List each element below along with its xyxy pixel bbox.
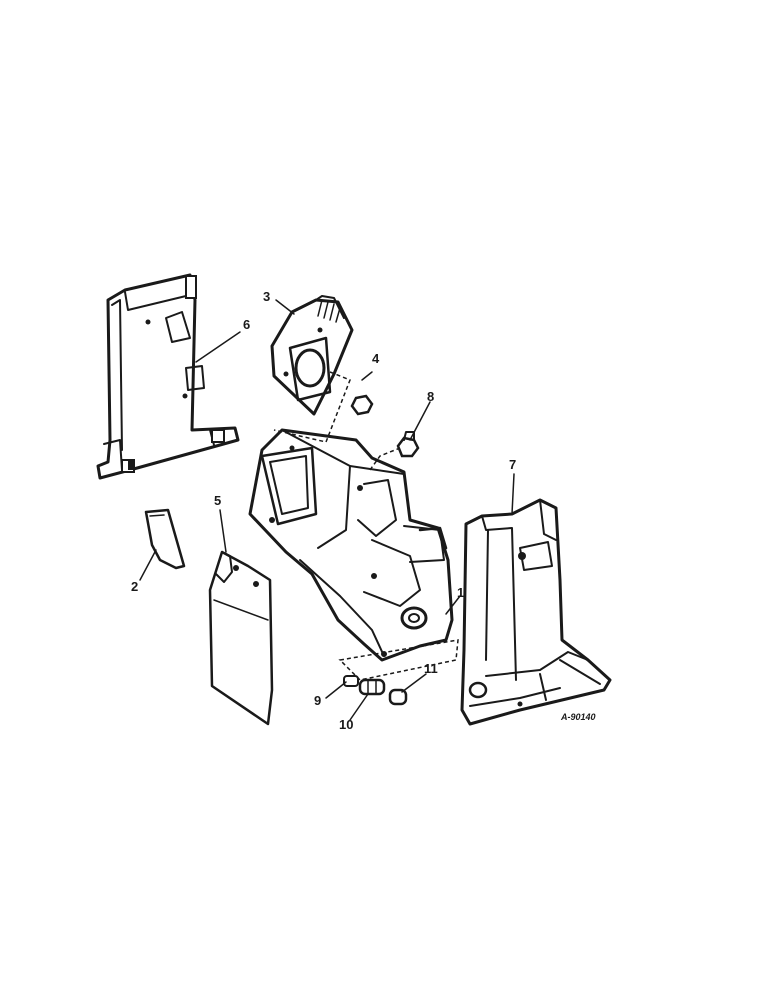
callout-9: 9	[314, 693, 322, 708]
part-10-bushing	[358, 678, 386, 696]
part-1-main-frame	[248, 428, 454, 662]
part-6-side-bracket	[96, 273, 240, 480]
callout-6: 6	[243, 317, 251, 332]
callout-5: 5	[214, 493, 222, 508]
part-7-side-cover	[460, 498, 612, 726]
callout-2: 2	[131, 579, 139, 594]
callout-8: 8	[427, 389, 435, 404]
callout-1: 1	[457, 585, 465, 600]
part-2-small-plate	[144, 508, 186, 570]
part-11-cap	[388, 688, 408, 706]
part-8-plug	[396, 431, 420, 458]
callout-4: 4	[372, 351, 380, 366]
leader-lines	[139, 299, 515, 721]
callout-11: 11	[424, 661, 438, 676]
part-4-nut	[350, 371, 374, 416]
callout-10: 10	[339, 717, 354, 732]
part-9-pin	[343, 675, 359, 687]
part-3-housing-cover	[270, 295, 354, 416]
callout-3: 3	[263, 289, 271, 304]
part-5-shield-flap	[208, 550, 274, 726]
figure-code: A-90140	[561, 712, 596, 722]
callout-7: 7	[509, 457, 517, 472]
